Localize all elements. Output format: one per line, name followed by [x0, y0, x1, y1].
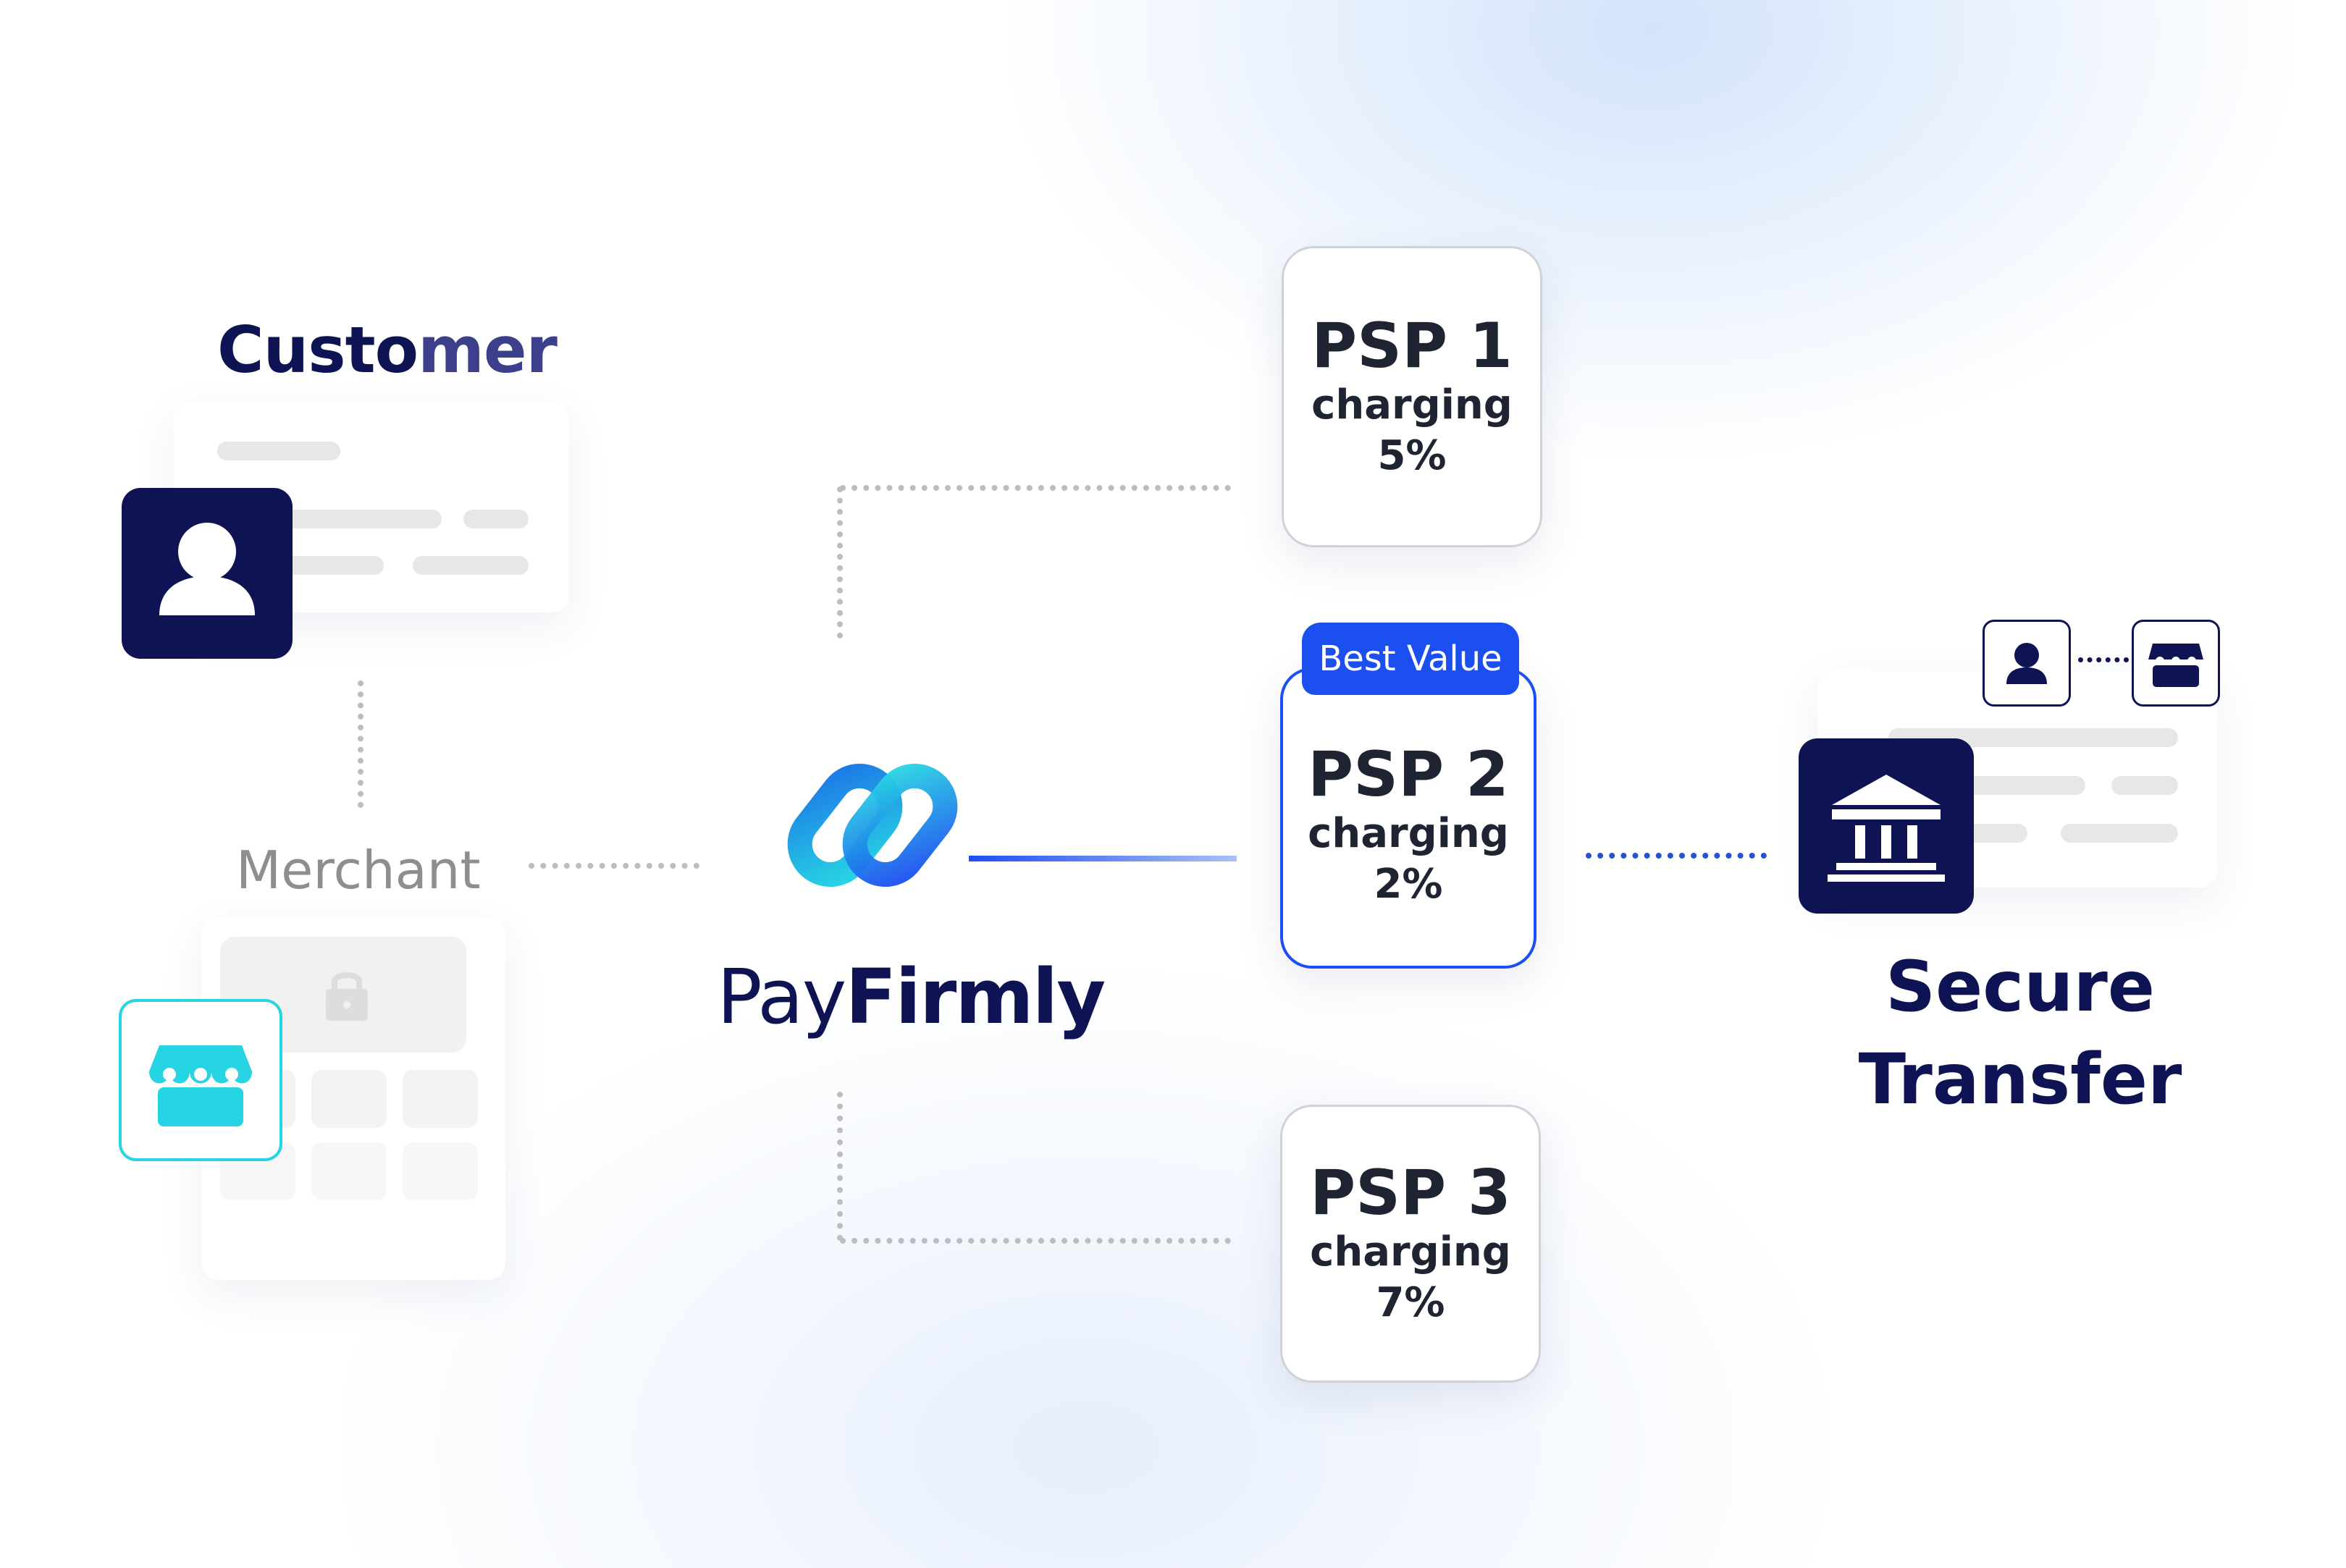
secure-transfer-label: Secure Transfer	[1858, 946, 2182, 1120]
customer-avatar-tile	[122, 488, 293, 659]
chain-link-icon	[787, 763, 958, 888]
merchant-label: Merchant	[236, 840, 481, 901]
transfer-user-tile	[1983, 620, 2071, 707]
customer-merchant-connector	[358, 680, 363, 808]
merchant-payfirmly-connector	[529, 863, 699, 869]
psp-fee: 5%	[1377, 432, 1447, 480]
branch-up-vertical	[837, 486, 843, 638]
psp-title: PSP 3	[1310, 1156, 1511, 1229]
merchant-shop-tile	[119, 999, 282, 1161]
transfer-shop-tile	[2132, 620, 2220, 707]
user-shop-connector	[2078, 657, 2129, 662]
psp-card-3[interactable]: PSP 3 charging 7%	[1280, 1105, 1541, 1383]
branch-up-horizontal	[840, 485, 1231, 491]
best-value-badge: Best Value	[1302, 623, 1519, 695]
psp-fee: 2%	[1374, 861, 1443, 909]
psp-title: PSP 1	[1311, 309, 1513, 382]
brand-name: PayFirmly	[717, 953, 1106, 1041]
customer-label: Customer	[217, 313, 558, 387]
bank-icon	[1828, 775, 1945, 882]
user-icon	[2006, 643, 2047, 684]
psp-charging: charging	[1311, 382, 1513, 429]
psp-title: PSP 2	[1308, 738, 1509, 811]
user-icon	[159, 523, 255, 615]
shop-icon	[2148, 644, 2203, 687]
psp-charging: charging	[1310, 1228, 1511, 1276]
branch-middle-connector	[969, 856, 1237, 861]
psp-card-2[interactable]: PSP 2 charging 2%	[1280, 667, 1536, 969]
branch-down-horizontal	[840, 1238, 1231, 1244]
psp-fee: 7%	[1376, 1279, 1445, 1327]
shop-icon	[149, 1045, 252, 1126]
branch-down-vertical	[837, 1092, 843, 1241]
lock-icon	[326, 972, 368, 1021]
bank-tile	[1799, 738, 1974, 914]
psp-charging: charging	[1308, 810, 1509, 858]
psp-card-1[interactable]: PSP 1 charging 5%	[1282, 246, 1542, 547]
psp-transfer-connector	[1586, 853, 1767, 859]
